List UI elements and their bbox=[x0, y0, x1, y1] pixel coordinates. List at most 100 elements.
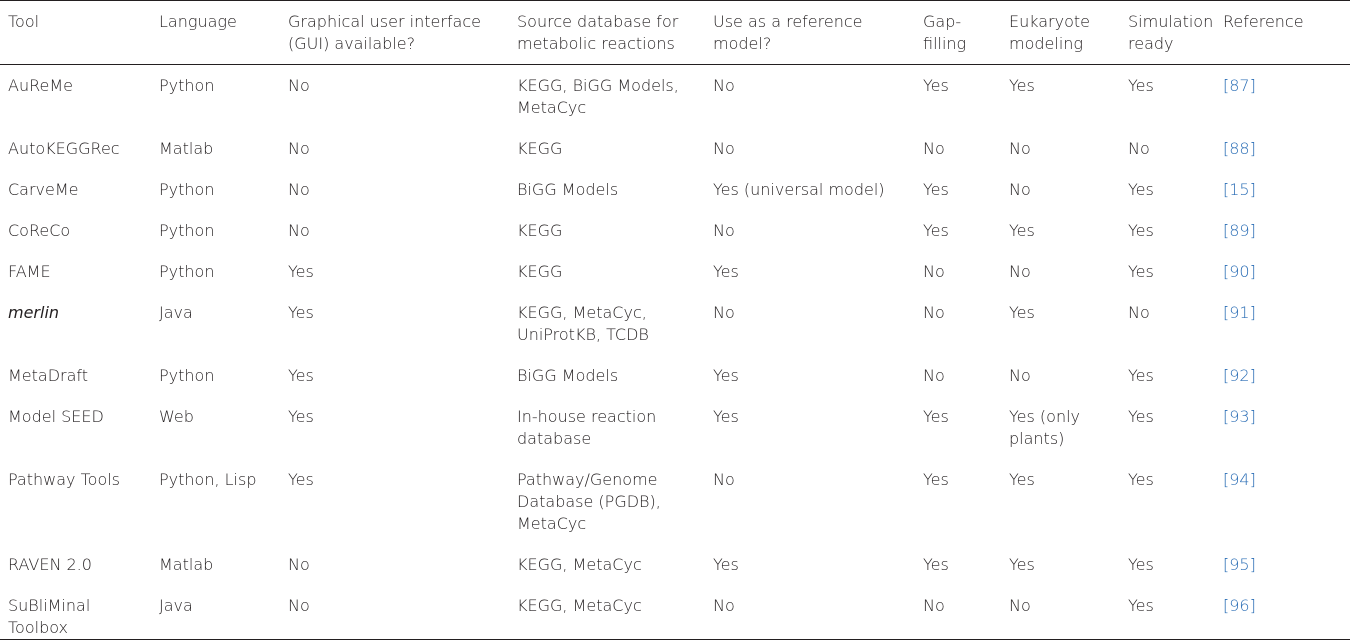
table-header: Tool Language Graphical user interface (… bbox=[0, 0, 1350, 65]
header-simulation-ready: Simulation ready bbox=[1120, 0, 1215, 65]
table-row: merlin Java Yes KEGG, MetaCyc, UniProtKB… bbox=[0, 292, 1350, 355]
cell-gui: Yes bbox=[288, 407, 314, 426]
cell-language: Matlab bbox=[159, 139, 214, 158]
cell-reference: [96] bbox=[1215, 585, 1350, 640]
reference-link[interactable]: [96] bbox=[1223, 596, 1256, 615]
reference-link[interactable]: [89] bbox=[1223, 221, 1256, 240]
cell-gui: No bbox=[288, 76, 310, 95]
table-row: Pathway Tools Python, Lisp Yes Pathway/G… bbox=[0, 459, 1350, 544]
cell-simulation-ready: Yes bbox=[1128, 470, 1154, 489]
header-row: Tool Language Graphical user interface (… bbox=[0, 0, 1350, 65]
cell-reference: [91] bbox=[1215, 292, 1350, 355]
cell-reference: [92] bbox=[1215, 355, 1350, 396]
cell-simulation-ready: Yes bbox=[1128, 407, 1154, 426]
cell-reference: [90] bbox=[1215, 251, 1350, 292]
table-row: AuReMe Python No KEGG, BiGG Models, Meta… bbox=[0, 65, 1350, 129]
cell-gui: No bbox=[288, 221, 310, 240]
header-reference-model: Use as a reference model? bbox=[705, 0, 915, 65]
cell-language: Python bbox=[159, 366, 215, 385]
cell-tool: AuReMe bbox=[8, 76, 73, 95]
reference-link[interactable]: [90] bbox=[1223, 262, 1256, 281]
cell-source-database: KEGG, MetaCyc, UniProtKB, TCDB bbox=[517, 303, 649, 344]
cell-reference-model: Yes bbox=[713, 366, 739, 385]
cell-eukaryote-modeling: Yes bbox=[1009, 555, 1035, 574]
reference-link[interactable]: [87] bbox=[1223, 76, 1256, 95]
header-eukaryote-modeling: Eukaryote modeling bbox=[1001, 0, 1120, 65]
cell-tool: AutoKEGGRec bbox=[8, 139, 120, 158]
cell-source-database: KEGG, BiGG Models, MetaCyc bbox=[517, 76, 679, 117]
header-source-database: Source database for metabolic reactions bbox=[509, 0, 705, 65]
table-row: SuBliMinal Toolbox Java No KEGG, MetaCyc… bbox=[0, 585, 1350, 640]
reference-link[interactable]: [93] bbox=[1223, 407, 1256, 426]
cell-eukaryote-modeling: Yes (only plants) bbox=[1009, 407, 1080, 448]
cell-simulation-ready: Yes bbox=[1128, 555, 1154, 574]
cell-eukaryote-modeling: No bbox=[1009, 366, 1031, 385]
cell-tool: FAME bbox=[8, 262, 51, 281]
table-row: MetaDraft Python Yes BiGG Models Yes No … bbox=[0, 355, 1350, 396]
cell-simulation-ready: Yes bbox=[1128, 76, 1154, 95]
table-row: AutoKEGGRec Matlab No KEGG No No No No [… bbox=[0, 128, 1350, 169]
cell-source-database: Pathway/Genome Database (PGDB), MetaCyc bbox=[517, 470, 661, 533]
cell-gui: Yes bbox=[288, 262, 314, 281]
cell-source-database: BiGG Models bbox=[517, 180, 619, 199]
cell-reference: [15] bbox=[1215, 169, 1350, 210]
table-body: AuReMe Python No KEGG, BiGG Models, Meta… bbox=[0, 65, 1350, 640]
cell-gui: No bbox=[280, 585, 509, 640]
cell-gap-filling: No bbox=[923, 366, 945, 385]
cell-gui: Yes bbox=[288, 470, 314, 489]
cell-reference: [88] bbox=[1215, 128, 1350, 169]
cell-gap-filling: No bbox=[923, 303, 945, 322]
cell-simulation-ready: Yes bbox=[1128, 366, 1154, 385]
cell-gap-filling: Yes bbox=[923, 221, 949, 240]
cell-source-database: KEGG bbox=[517, 221, 563, 240]
cell-source-database: KEGG, MetaCyc bbox=[517, 555, 642, 574]
cell-eukaryote-modeling: Yes bbox=[1009, 76, 1035, 95]
cell-eukaryote-modeling: No bbox=[1009, 139, 1031, 158]
cell-simulation-ready: Yes bbox=[1128, 180, 1154, 199]
cell-simulation-ready: Yes bbox=[1128, 221, 1154, 240]
cell-language: Python, Lisp bbox=[159, 470, 257, 489]
reference-link[interactable]: [91] bbox=[1223, 303, 1256, 322]
cell-gap-filling: No bbox=[915, 585, 1001, 640]
cell-reference-model: Yes bbox=[713, 407, 739, 426]
cell-reference-model: No bbox=[713, 470, 735, 489]
cell-gui: Yes bbox=[288, 366, 314, 385]
cell-reference-model: Yes bbox=[713, 555, 739, 574]
reference-link[interactable]: [88] bbox=[1223, 139, 1256, 158]
table-row: CoReCo Python No KEGG No Yes Yes Yes [89… bbox=[0, 210, 1350, 251]
reference-link[interactable]: [92] bbox=[1223, 366, 1256, 385]
table-row: Model SEED Web Yes In-house reaction dat… bbox=[0, 396, 1350, 459]
cell-gap-filling: No bbox=[923, 139, 945, 158]
reference-link[interactable]: [95] bbox=[1223, 555, 1256, 574]
cell-reference-model: No bbox=[713, 303, 735, 322]
cell-source-database: KEGG bbox=[517, 139, 563, 158]
cell-language: Matlab bbox=[159, 555, 214, 574]
cell-reference: [95] bbox=[1215, 544, 1350, 585]
cell-eukaryote-modeling: Yes bbox=[1009, 303, 1035, 322]
header-gui: Graphical user interface (GUI) available… bbox=[280, 0, 509, 65]
reference-link[interactable]: [15] bbox=[1223, 180, 1256, 199]
cell-language: Python bbox=[159, 262, 215, 281]
cell-reference-model: No bbox=[705, 585, 915, 640]
cell-language: Python bbox=[159, 221, 215, 240]
cell-language: Java bbox=[159, 303, 193, 322]
cell-language: Web bbox=[159, 407, 194, 426]
cell-simulation-ready: Yes bbox=[1120, 585, 1215, 640]
cell-tool: MetaDraft bbox=[8, 366, 89, 385]
cell-language: Java bbox=[151, 585, 280, 640]
cell-eukaryote-modeling: Yes bbox=[1009, 470, 1035, 489]
cell-simulation-ready: Yes bbox=[1128, 262, 1154, 281]
cell-gap-filling: Yes bbox=[923, 555, 949, 574]
table-row: RAVEN 2.0 Matlab No KEGG, MetaCyc Yes Ye… bbox=[0, 544, 1350, 585]
cell-gap-filling: Yes bbox=[923, 76, 949, 95]
cell-reference-model: Yes bbox=[713, 262, 739, 281]
cell-eukaryote-modeling: Yes bbox=[1009, 221, 1035, 240]
reference-link[interactable]: [94] bbox=[1223, 470, 1256, 489]
cell-reference-model: Yes (universal model) bbox=[713, 180, 885, 199]
header-tool: Tool bbox=[0, 0, 151, 65]
cell-reference: [93] bbox=[1215, 396, 1350, 459]
cell-language: Python bbox=[159, 76, 215, 95]
header-language: Language bbox=[151, 0, 280, 65]
